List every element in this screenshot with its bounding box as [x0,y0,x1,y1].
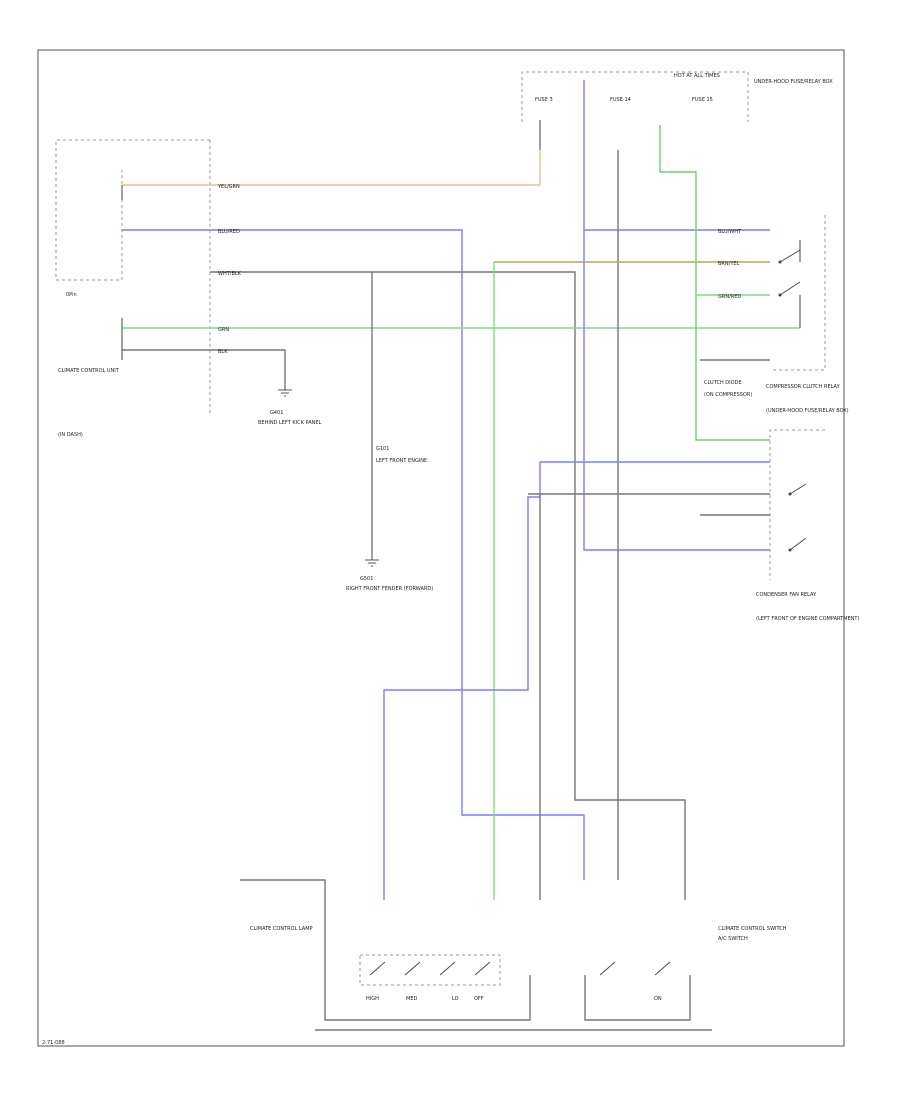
engine-ground-title: G101 [376,446,389,452]
ground-a: G401 BEHIND LEFT KICK PANEL [258,389,322,426]
switch-pos-lo: LO [452,996,459,1002]
switch-pos-med: MED [406,996,417,1002]
condenser-relay-title: CONDENSER FAN RELAY [756,592,817,598]
blower-switch-title: CLIMATE CONTROL SWITCH [718,926,787,932]
ground-b: G501 RIGHT FRONT FENDER (FORWARD) [346,559,433,592]
clutch-diode-desc: (ON COMPRESSOR) [704,392,752,398]
fuse-1-label: FUSE 3 [535,97,553,103]
ac-switch-title: A/C SWITCH [718,936,748,942]
ground-a-desc: BEHIND LEFT KICK PANEL [258,420,322,426]
wire-olive-label: BRN/YEL [718,261,740,267]
compressor-relay: COMPRESSOR CLUTCH RELAY (UNDER-HOOD FUSE… [766,215,849,414]
wire-blue-2 [583,80,770,551]
wire-green2-label: GRN/RED [718,294,741,300]
diagram-frame [37,49,845,1047]
switch-pos-high: HIGH [366,996,379,1002]
fuse-2-label: FUSE 14 [610,97,631,103]
fuse-3-label: FUSE 15 [692,97,713,103]
fuse-box-hot-label: HOT AT ALL TIMES [674,73,720,79]
clutch-diode-title: CLUTCH DIODE [704,380,742,386]
ac-switch: ON A/C SWITCH [599,936,748,1002]
wire-orange-label: YEL/GRN [217,184,240,190]
fuse-box-title: UNDER-HOOD FUSE/RELAY BOX [754,79,833,85]
control-unit-ref: 0Pin [66,292,77,298]
climate-lamp: CLIMATE CONTROL LAMP [240,879,712,1031]
clutch-diode: CLUTCH DIODE (ON COMPRESSOR) [704,380,752,398]
wire-orange [122,150,541,186]
engine-ground: G101 LEFT FRONT ENGINE [376,446,427,464]
wire-blue-1 [122,229,585,880]
wire-black [122,349,286,390]
switch-pos-on: ON [654,996,662,1002]
ground-b-desc: RIGHT FRONT FENDER (FORWARD) [346,586,433,592]
condenser-relay-desc: (LEFT FRONT OF ENGINE COMPARTMENT) [756,616,859,622]
lamp-title: CLIMATE CONTROL LAMP [250,926,313,932]
wire-blue-label: BLU/RED [218,229,240,235]
wire-black-label: BLK [218,349,228,355]
ground-a-label: G401 [270,410,283,416]
control-unit-title: CLIMATE CONTROL UNIT [58,368,120,374]
wire-gray [210,271,686,900]
wire-gray-label: WHT/BLK [218,271,242,277]
compressor-relay-desc: (UNDER-HOOD FUSE/RELAY BOX) [766,408,849,414]
corner-code: 2-71-088 [42,1040,65,1046]
wire-labels: YEL/GRN BLU/RED WHT/BLK GRN BLK BLU/WHT … [217,184,742,355]
climate-control-unit: 0Pin CLIMATE CONTROL UNIT (IN DASH) [55,139,211,438]
blower-switch: HIGH MED LO OFF CLIMATE CONTROL SWITCH [359,926,787,1002]
switch-pos-off: OFF [474,996,484,1002]
wire-green-label: GRN [218,327,229,333]
engine-ground-desc: LEFT FRONT ENGINE [376,458,427,464]
control-unit-location: (IN DASH) [58,432,83,438]
underhood-fuse-box: HOT AT ALL TIMES UNDER-HOOD FUSE/RELAY B… [521,71,833,122]
ground-b-label: G501 [360,576,373,582]
compressor-relay-title: COMPRESSOR CLUTCH RELAY [766,384,841,390]
condenser-relay: CONDENSER FAN RELAY (LEFT FRONT OF ENGIN… [756,429,859,622]
wire-blue2-label: BLU/WHT [718,229,742,235]
wires [121,80,801,900]
